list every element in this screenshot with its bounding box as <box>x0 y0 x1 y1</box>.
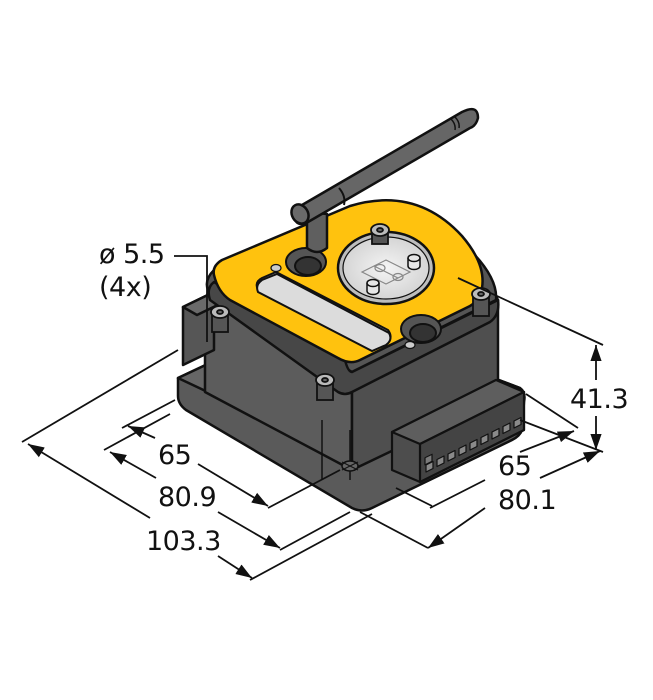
led-window <box>336 230 436 306</box>
hole-count-label: (4x) <box>99 272 152 303</box>
dimension-right-outer: 80.1 <box>498 485 557 516</box>
antenna <box>290 107 480 254</box>
screws <box>210 223 491 401</box>
dimension-left-inner: 65 <box>158 440 192 471</box>
dimension-lines <box>21 255 604 581</box>
hole-diameter-label: ø 5.5 <box>99 239 165 270</box>
terminal-block <box>390 378 526 484</box>
dimension-left-mid: 80.9 <box>158 482 217 513</box>
dimension-height: 41.3 <box>570 384 629 415</box>
screw-icon <box>210 305 230 333</box>
dimension-left-outer: 103.3 <box>146 526 221 557</box>
led-indicators <box>366 253 421 296</box>
dimension-right-inner: 65 <box>498 451 532 482</box>
screw-icon <box>315 373 335 401</box>
screw-icon <box>370 223 390 245</box>
